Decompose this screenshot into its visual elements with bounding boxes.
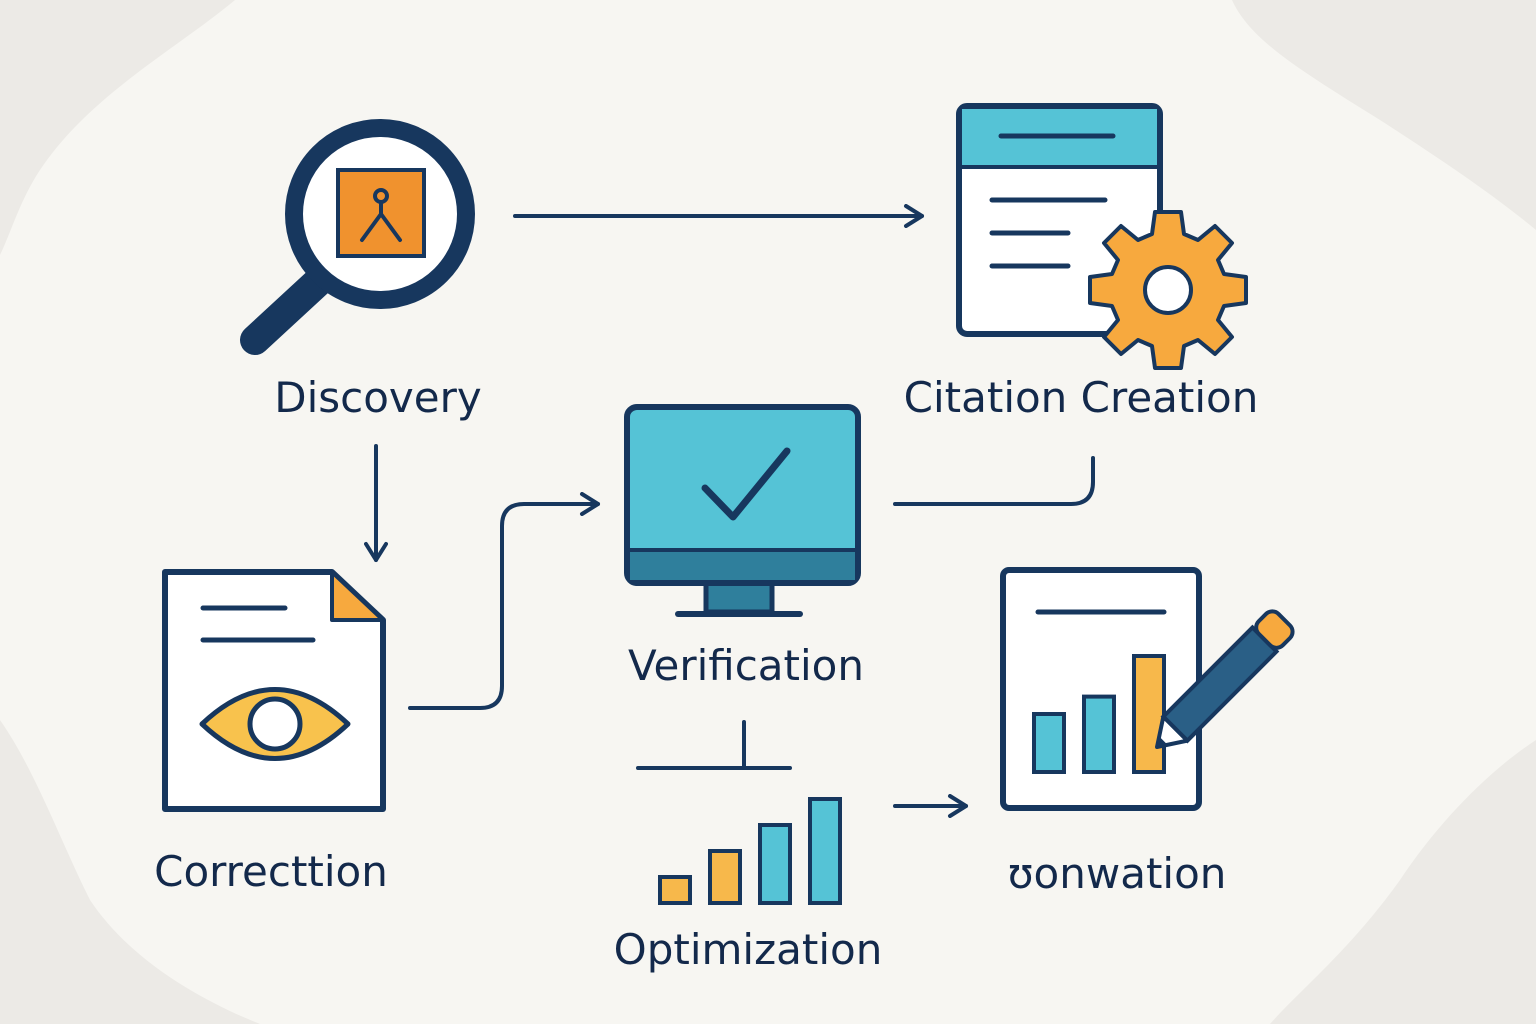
connector-citation-to-verification	[893, 456, 1095, 506]
report-bars	[1032, 654, 1166, 774]
stage-label-correction: Correcttion	[154, 847, 388, 896]
background-blob-bottom-right	[1270, 740, 1536, 1024]
opt-bars-bar-3	[758, 823, 792, 905]
stage-label-innovation: ʊonwation	[1007, 849, 1227, 898]
arrow-correction-to-verification	[408, 492, 600, 710]
report-bars-bar-2	[1082, 694, 1116, 774]
monitor-check-icon	[624, 404, 861, 617]
stage-label-optimization: Optimization	[613, 925, 883, 974]
background-blob-top-left	[0, 0, 235, 255]
pencil-icon	[1155, 609, 1295, 749]
background-blob-bottom-left	[0, 720, 260, 1024]
connector-verification-to-optimization	[636, 720, 792, 770]
document-gear-icon	[956, 103, 1248, 370]
opt-bars-bar-4	[808, 797, 842, 905]
gear-icon	[1088, 210, 1248, 370]
magnifier-person-icon	[240, 119, 475, 355]
background-blob-top-right	[1232, 0, 1536, 230]
bar-chart-icon	[658, 797, 842, 905]
opt-bars-bar-2	[708, 849, 742, 905]
report-bars-bar-3	[1132, 654, 1166, 774]
report-bars-bar-1	[1032, 712, 1066, 774]
stage-label-verification: Verification	[628, 641, 864, 690]
opt-bars-bar-1	[658, 875, 692, 905]
stage-label-citation-creation: Citation Creation	[903, 373, 1259, 422]
report-pencil-icon	[1000, 567, 1295, 811]
document-eye-icon	[162, 569, 386, 812]
stage-label-discovery: Discovery	[274, 373, 482, 422]
